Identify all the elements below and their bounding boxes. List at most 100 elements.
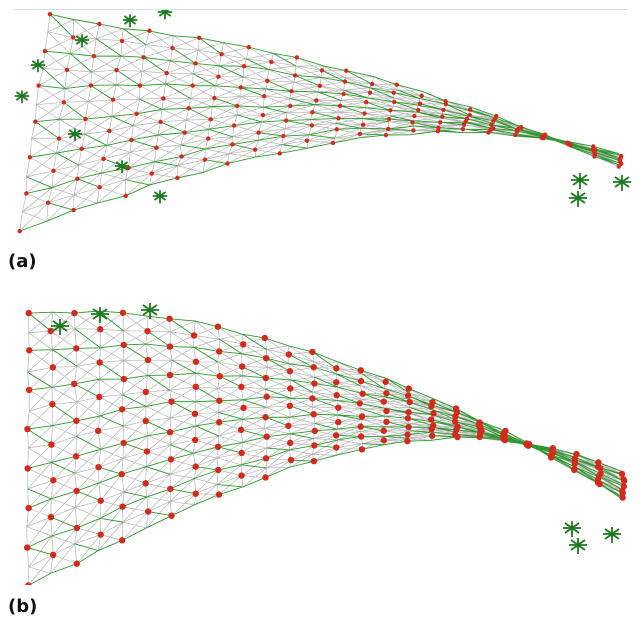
mesh-node — [166, 343, 174, 350]
mesh-node — [179, 154, 184, 159]
support-node — [609, 531, 615, 537]
mesh-node — [452, 413, 459, 420]
mesh-node — [573, 450, 580, 458]
support-node — [575, 195, 581, 201]
mesh-node — [47, 327, 54, 335]
mesh-node — [360, 122, 366, 127]
mesh-node — [292, 73, 298, 78]
mesh-node — [357, 377, 365, 385]
mesh-node — [501, 436, 509, 444]
mesh-node — [440, 114, 445, 119]
mesh-node — [190, 332, 198, 339]
mesh-node — [192, 358, 200, 365]
mesh-node — [281, 133, 286, 139]
mesh-node — [119, 537, 126, 544]
mesh-node — [94, 427, 102, 435]
mesh-node — [410, 120, 415, 125]
mesh-node — [96, 359, 103, 366]
mesh-node — [383, 418, 390, 426]
mesh-node — [212, 95, 217, 101]
mesh-node — [441, 107, 446, 113]
mesh-node — [166, 315, 173, 322]
mesh-node — [216, 397, 223, 404]
mesh-node — [333, 392, 340, 399]
mesh-node — [123, 193, 128, 198]
mesh-node — [335, 404, 342, 411]
mesh-node — [427, 416, 435, 423]
mesh-node — [265, 78, 270, 83]
mesh-node — [467, 107, 473, 112]
mesh-node — [56, 136, 62, 141]
mesh-node — [70, 35, 76, 40]
mesh-node — [335, 418, 342, 426]
mesh-node — [97, 21, 102, 27]
mesh-node — [73, 560, 80, 567]
mesh-node — [515, 129, 520, 134]
mesh-node — [154, 145, 159, 150]
mesh-node — [286, 439, 294, 447]
support-node — [577, 177, 583, 183]
support-node — [19, 93, 25, 99]
mesh-node — [164, 70, 169, 76]
mesh-node — [388, 108, 393, 113]
mesh-node — [391, 90, 396, 95]
mesh-node — [261, 93, 267, 99]
mesh-node — [467, 112, 472, 118]
mesh-node — [166, 428, 174, 436]
mesh-node — [238, 363, 246, 370]
mesh-node — [330, 140, 336, 146]
mesh-node — [27, 155, 33, 160]
mesh-node — [72, 453, 80, 460]
mesh-node — [237, 426, 245, 434]
support-node — [57, 323, 63, 329]
mesh-node — [24, 191, 29, 196]
mesh-node — [380, 437, 388, 444]
mesh-node — [24, 465, 31, 472]
mesh-node — [120, 375, 128, 383]
mesh-node — [23, 544, 31, 551]
mesh-node — [619, 153, 624, 159]
mesh-node — [486, 130, 491, 135]
mesh-node — [436, 125, 441, 130]
mesh-node — [64, 67, 70, 73]
mesh-node — [70, 380, 78, 388]
mesh-node — [256, 130, 261, 135]
mesh-node — [565, 140, 570, 145]
mesh-node — [489, 122, 494, 128]
mesh-node — [286, 402, 294, 410]
support-node — [119, 163, 125, 169]
mesh-node — [359, 390, 366, 397]
mesh-node — [523, 441, 531, 448]
mesh-node — [404, 437, 411, 445]
mesh-node — [310, 110, 315, 115]
mesh-node — [50, 477, 57, 484]
mesh-node — [73, 417, 80, 425]
mesh-node — [142, 480, 149, 487]
mesh-node — [277, 151, 282, 156]
mesh-node — [73, 345, 80, 352]
mesh-green-members — [19, 13, 622, 232]
mesh-node — [182, 130, 187, 135]
mesh-node — [428, 425, 435, 433]
mesh-node — [75, 176, 80, 182]
mesh-node — [491, 118, 496, 123]
mesh-node — [219, 51, 224, 57]
mesh-node — [107, 128, 112, 134]
mesh-node — [241, 64, 247, 69]
mesh-node — [208, 117, 213, 122]
mesh-node — [238, 472, 245, 479]
mesh-node — [119, 309, 127, 316]
mesh-node — [97, 326, 104, 333]
mesh-node — [51, 168, 56, 173]
mesh-node — [620, 476, 627, 483]
mesh-node — [412, 113, 417, 119]
mesh-node — [287, 385, 294, 392]
mesh-node — [380, 398, 387, 405]
mesh-node — [476, 433, 483, 441]
mesh-node — [337, 103, 343, 109]
mesh-node — [310, 364, 317, 371]
mesh-node — [590, 147, 595, 152]
mesh-node — [311, 380, 318, 387]
mesh-node — [260, 112, 266, 118]
mesh-node — [167, 485, 174, 493]
